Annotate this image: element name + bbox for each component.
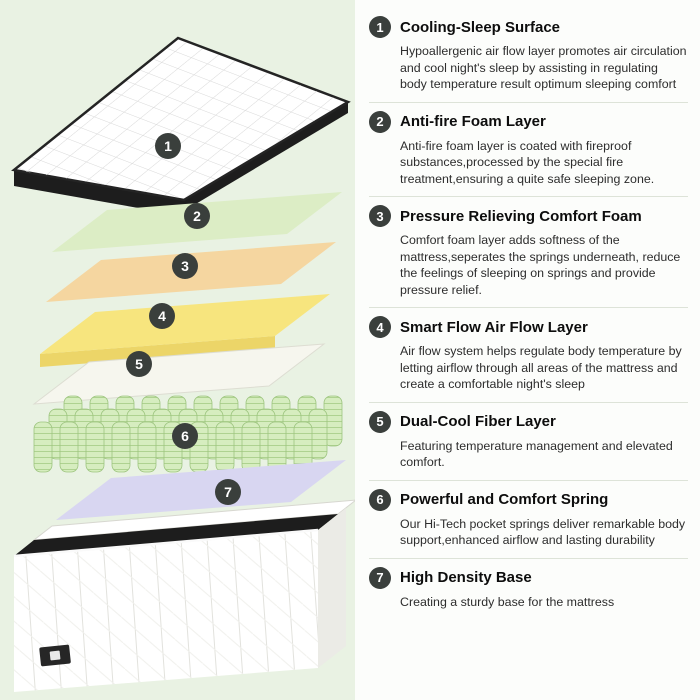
feature-header: 6 Powerful and Comfort Spring [369,488,688,511]
feature-title: Powerful and Comfort Spring [400,491,609,508]
feature-section-5: 5 Dual-Cool Fiber Layer Featuring temper… [369,403,688,481]
layer-badge-3-num: 3 [181,258,189,274]
layer-badge-4-circle [149,303,175,329]
feature-title: Dual-Cool Fiber Layer [400,413,556,430]
feature-description: Our Hi-Tech pocket springs deliver remar… [400,516,686,548]
feature-title: High Density Base [400,569,532,586]
feature-description: Comfort foam layer adds softness of the … [400,233,681,297]
feature-section-4: 4 Smart Flow Air Flow Layer Air flow sys… [369,308,688,403]
feature-number-badge: 5 [369,410,391,433]
feature-description: Featuring temperature management and ele… [400,438,673,470]
top-layer-side-trim [184,102,348,211]
layer-badge-7-circle [215,479,241,505]
pocket-spring [267,421,287,473]
layer-fiber [32,343,326,405]
layer-air-flow-foam [40,294,330,367]
layer-badge-1-circle [155,133,181,159]
feature-title: Cooling-Sleep Surface [400,18,561,36]
feature-description: Anti-fire foam layer is coated with fire… [400,138,655,186]
feature-number-badge: 6 [369,488,391,511]
layer-badge-5-num: 5 [135,356,143,372]
layer-badge-2-num: 2 [193,208,201,224]
feature-header: 7 High Density Base [369,566,688,589]
pocket-spring [137,421,157,473]
top-layer-front-trim [14,170,184,216]
brand-tag-emblem [49,650,61,661]
pocket-spring [59,421,79,473]
feature-header: 4 Smart Flow Air Flow Layer [369,316,688,338]
feature-title: Anti-fire Foam Layer [400,113,546,130]
feature-section-7: 7 High Density Base Creating a sturdy ba… [369,559,688,620]
layer-dual-cool [56,460,346,520]
features-panel: 1 Cooling-Sleep Surface Hypoallergenic a… [355,0,700,700]
base-piping [13,528,319,558]
feature-section-6: 6 Powerful and Comfort Spring Our Hi-Tec… [369,481,688,559]
feature-description: Creating a sturdy base for the mattress [400,594,615,609]
feature-number-badge: 4 [369,316,391,338]
feature-header: 3 Pressure Relieving Comfort Foam [369,205,688,227]
feature-header: 1 Cooling-Sleep Surface [369,16,688,38]
feature-section-1: 1 Cooling-Sleep Surface Hypoallergenic a… [369,8,688,103]
feature-header: 2 Anti-fire Foam Layer [369,110,688,133]
feature-description: Air flow system helps regulate body temp… [400,344,682,391]
feature-number-badge: 1 [369,16,391,38]
feature-title: Pressure Relieving Comfort Foam [400,207,642,225]
layer-badge-6: 6 [172,423,198,449]
feature-number-badge: 7 [369,566,391,589]
feature-description: Hypoallergenic air flow layer promotes a… [400,44,687,91]
pocket-spring [215,421,235,473]
brand-tag [39,644,71,667]
top-quilt-lines-b [16,40,346,198]
layer-badge-5: 5 [126,351,152,377]
layer-badge-6-circle [172,423,198,449]
pocket-spring [241,421,261,473]
layer-badge-1: 1 [155,133,181,159]
layer-badge-4: 4 [149,303,175,329]
feature-header: 5 Dual-Cool Fiber Layer [369,410,688,433]
base-side-face [318,508,346,668]
mattress-illustration: 1 2 3 4 5 6 7 [11,36,355,692]
pocket-spring [85,421,105,473]
layer-badge-3-circle [172,253,198,279]
base-front-quilt [14,530,318,692]
layer-badge-2: 2 [184,203,210,229]
pocket-spring [33,421,53,473]
feature-title: Smart Flow Air Flow Layer [400,318,588,336]
pocket-spring [111,421,131,473]
layer-badge-1-num: 1 [164,138,172,154]
layer-badge-2-circle [184,203,210,229]
feature-number-badge: 3 [369,205,391,227]
layer-badge-5-circle [126,351,152,377]
layer-badges: 1 2 3 4 5 6 7 [126,133,241,505]
layer-badge-4-num: 4 [158,308,166,324]
feature-section-3: 3 Pressure Relieving Comfort Foam Comfor… [369,197,688,308]
feature-number-badge: 2 [369,110,391,133]
air-flow-foam-edge [40,336,275,367]
layer-badge-6-num: 6 [181,428,189,444]
base-top-trim-band [14,514,338,556]
air-flow-foam-face [40,294,330,354]
feature-section-2: 2 Anti-fire Foam Layer Anti-fire foam la… [369,103,688,197]
layer-high-density-base [13,499,355,692]
layer-badge-3: 3 [172,253,198,279]
layer-cooling-sleep-surface [11,36,351,216]
layer-badge-7: 7 [215,479,241,505]
layer-badge-7-num: 7 [224,484,232,500]
